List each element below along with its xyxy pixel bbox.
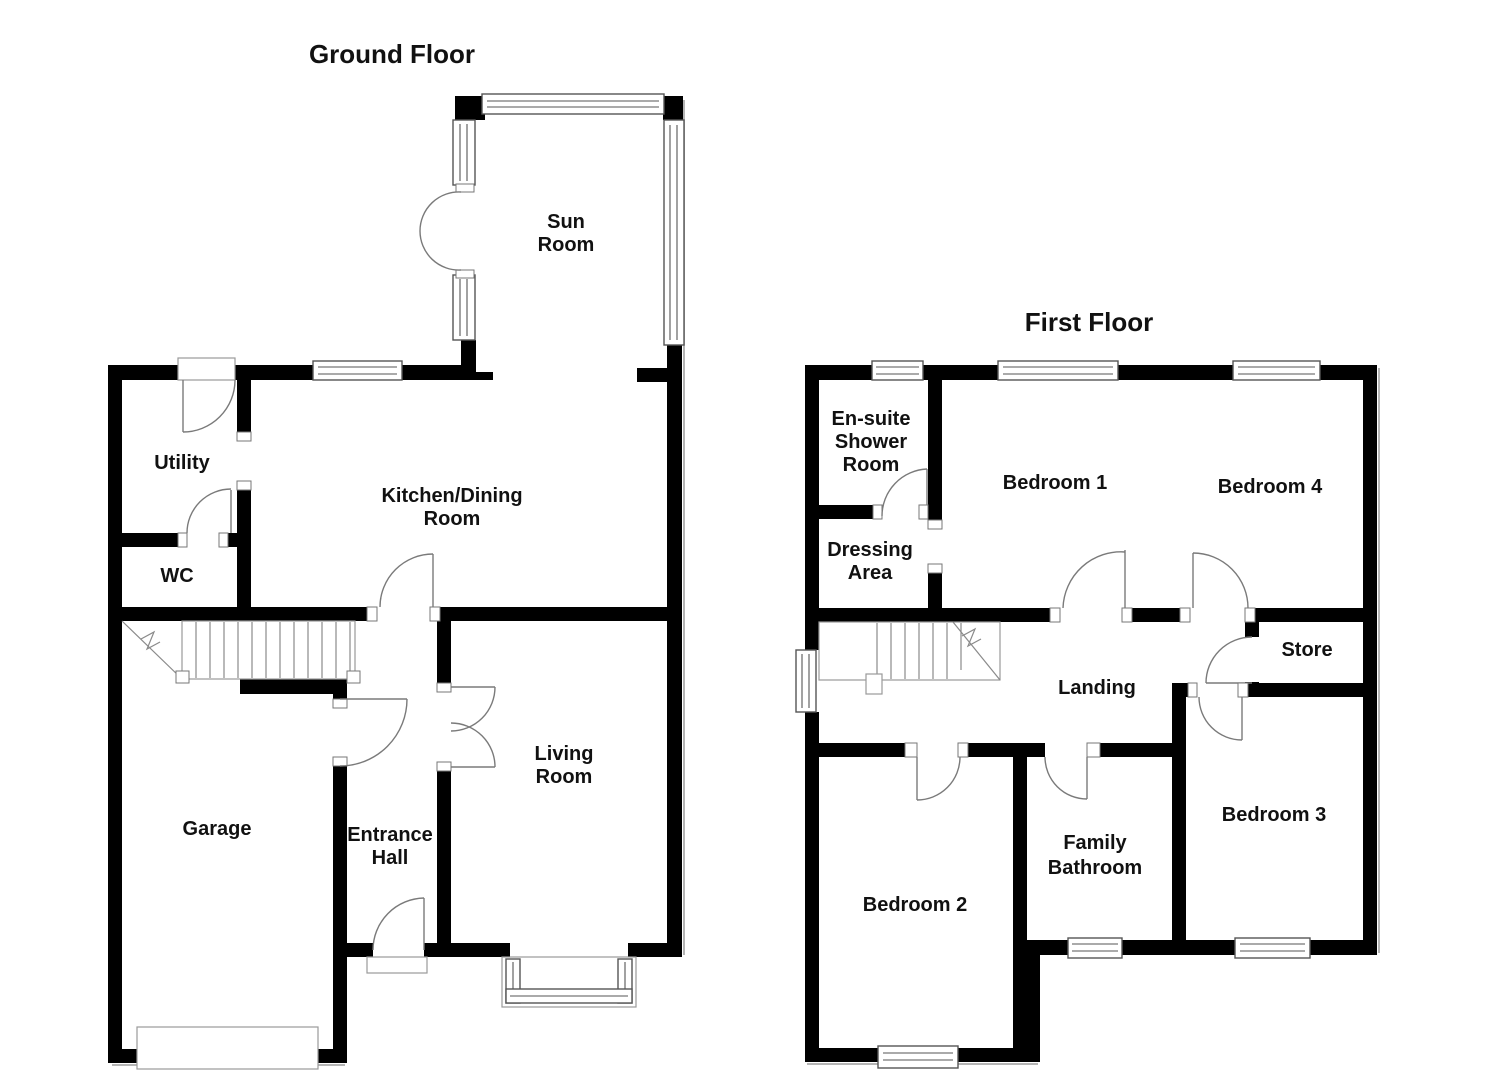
ground-floor-shadow-lines (112, 100, 685, 1066)
ground-floor-title: Ground Floor (309, 39, 475, 69)
kitchen-label-line1: Kitchen/Dining (381, 485, 522, 507)
wc-label: WC (160, 565, 193, 587)
dressing-area-label: Dressing Area (827, 539, 913, 584)
bedroom2-window (877, 1045, 959, 1069)
bedroom4-window (1232, 360, 1321, 381)
ground-floor-plan: Ground Floor Sun Room Utility Kitchen/Di… (108, 39, 685, 1070)
bedroom3-window (1234, 937, 1311, 959)
first-floor-title: First Floor (1025, 307, 1154, 337)
entrance-hall-label-line1: Entrance (347, 824, 433, 846)
store-door (1205, 636, 1253, 684)
kitchen-label-line2: Room (424, 508, 481, 530)
sun-room-french-doors (419, 183, 475, 279)
sun-room-top-window (481, 93, 665, 115)
landing-window (795, 649, 817, 713)
kitchen-door (366, 553, 441, 622)
living-room-label: Living Room (535, 743, 594, 788)
sun-room-right-window (663, 119, 685, 346)
bedroom1-door (1049, 550, 1133, 623)
utility-entrance-door (177, 357, 236, 433)
bedroom2-label: Bedroom 2 (863, 894, 967, 916)
bathroom-label-line1: Family (1063, 832, 1127, 854)
sun-room-label-line1: Sun (547, 211, 585, 233)
utility-label: Utility (154, 452, 210, 474)
store-label: Store (1281, 639, 1332, 661)
ensuite-label-line3: Room (843, 454, 900, 476)
bedroom3-door (1187, 682, 1249, 741)
living-room-label-line2: Room (536, 766, 593, 788)
sun-room-left-window-lower (452, 274, 476, 341)
bathroom-door (1044, 742, 1101, 800)
bathroom-label-line2: Bathroom (1048, 857, 1142, 879)
sun-room-left-window-upper (452, 119, 476, 186)
family-bathroom-label: Family Bathroom (1048, 832, 1142, 879)
garage-hall-door (332, 698, 408, 767)
ensuite-label-line2: Shower (835, 431, 907, 453)
ensuite-label-line1: En-suite (832, 408, 911, 430)
ensuite-label: En-suite Shower Room (832, 408, 911, 476)
front-door (366, 897, 428, 974)
dressing-bedroom1-opening (927, 519, 943, 574)
ensuite-door (872, 468, 929, 520)
ground-floor-walls (108, 96, 683, 1063)
garage-vehicle-door (136, 1026, 319, 1070)
living-room-bay-window (501, 956, 637, 1008)
bedroom1-window (997, 360, 1119, 381)
bedroom4-label: Bedroom 4 (1218, 476, 1323, 498)
ground-floor-stairs (121, 620, 361, 684)
garage-label: Garage (183, 818, 252, 840)
bedroom2-door (904, 742, 969, 801)
first-floor-plan: First Floor En-suite Shower Room Dressin… (795, 307, 1380, 1069)
bedroom4-door (1179, 552, 1256, 623)
wc-door (177, 488, 232, 548)
sun-room-label-line2: Room (538, 234, 595, 256)
utility-kitchen-opening (236, 431, 252, 491)
kitchen-dining-label: Kitchen/Dining Room (381, 485, 522, 530)
first-floor-walls (805, 365, 1377, 1062)
stair-newel-post (865, 673, 883, 695)
living-room-double-doors (436, 682, 496, 772)
sun-room-label: Sun Room (538, 211, 595, 256)
first-floor-stairs (818, 621, 1001, 695)
entrance-hall-label-line2: Hall (372, 847, 409, 869)
ensuite-window (871, 360, 924, 381)
bedroom3-label: Bedroom 3 (1222, 804, 1326, 826)
bathroom-window (1067, 937, 1123, 959)
living-room-label-line1: Living (535, 743, 594, 765)
dressing-label-line1: Dressing (827, 539, 913, 561)
landing-label: Landing (1058, 677, 1136, 699)
entrance-hall-label: Entrance Hall (347, 824, 433, 869)
kitchen-top-window (312, 360, 403, 381)
bedroom1-label: Bedroom 1 (1003, 472, 1107, 494)
dressing-label-line2: Area (848, 562, 893, 584)
